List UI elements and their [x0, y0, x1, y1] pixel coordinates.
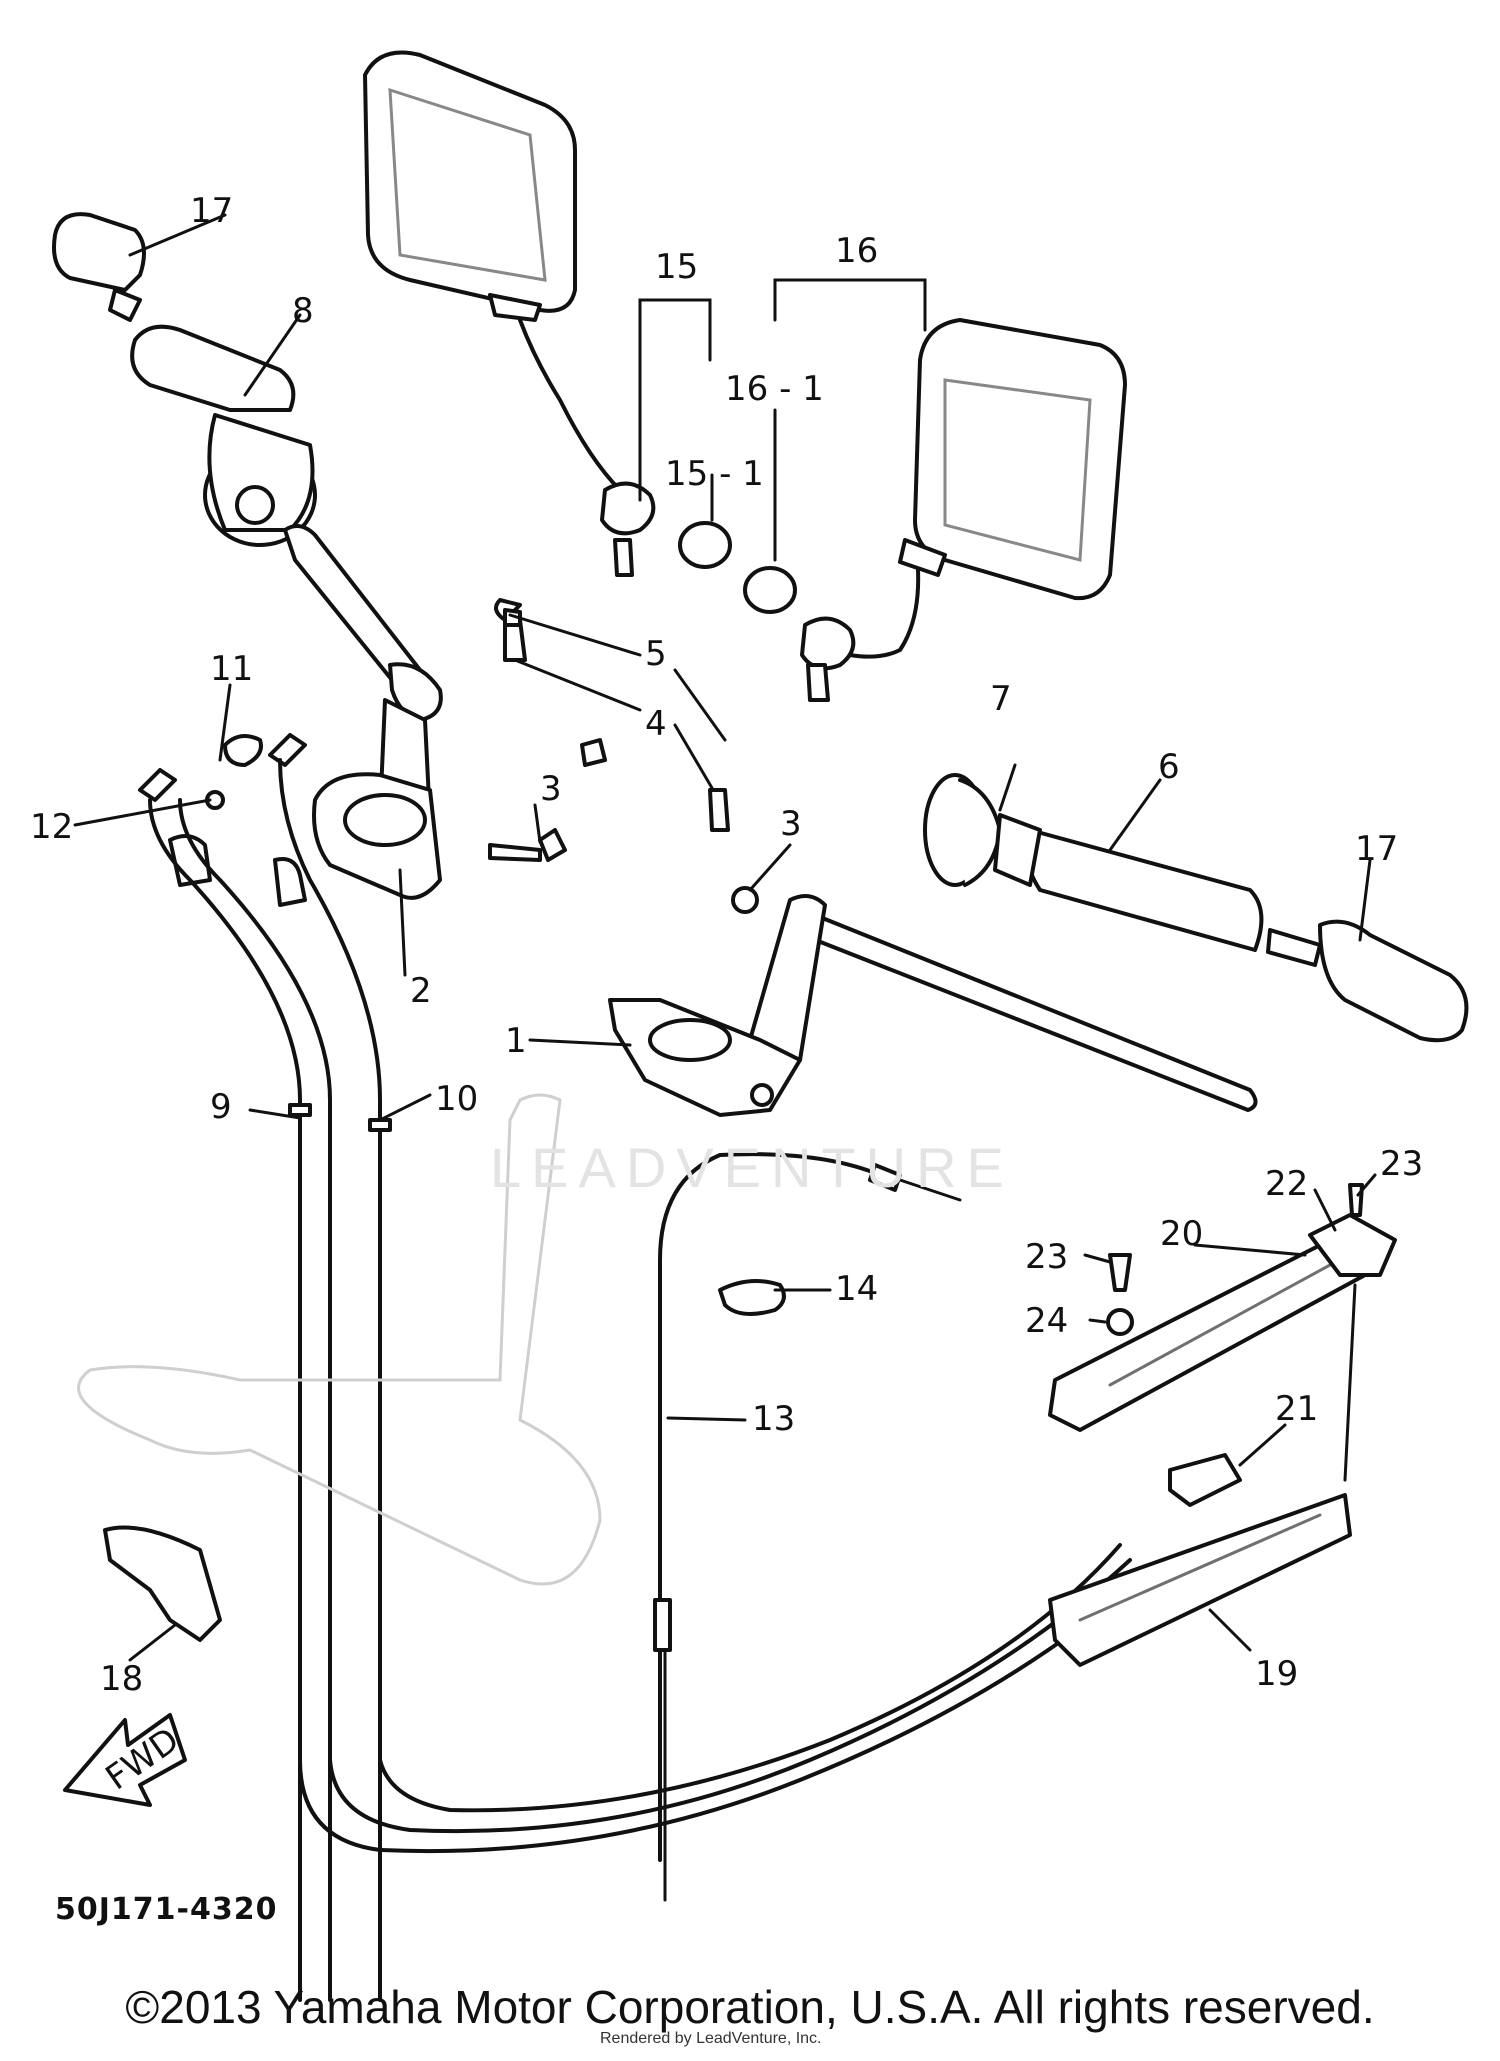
- callout-17a: 17: [190, 191, 233, 231]
- callout-3b: 3: [780, 804, 802, 844]
- callout-2: 2: [410, 971, 432, 1011]
- handlebar-outline: [77, 1093, 602, 1586]
- copyright-notice: ©2013 Yamaha Motor Corporation, U.S.A. A…: [125, 1981, 1375, 2033]
- callout-16-1: 16 - 1: [725, 369, 824, 409]
- cap-15-1: [678, 521, 732, 569]
- callout-18: 18: [100, 1659, 143, 1699]
- mirror-right: [800, 318, 1127, 702]
- bolt-23-right: [1348, 1183, 1364, 1217]
- cover: [1048, 1233, 1372, 1432]
- callout-21: 21: [1275, 1389, 1318, 1429]
- bar-end-right: [1266, 919, 1469, 1043]
- callout-11: 11: [210, 649, 253, 689]
- handlebar-holder-right: [608, 894, 1258, 1117]
- callout-10: 10: [435, 1079, 478, 1119]
- choke-cable: [653, 1152, 962, 1902]
- callout-23a: 23: [1025, 1237, 1068, 1277]
- cable-holder: [1048, 1493, 1352, 1667]
- callout-labels: 1 2 3 3 4 5 6 7 8 9 10 11 12 13 14 15 15…: [30, 191, 1423, 1699]
- callout-17b: 17: [1355, 829, 1398, 869]
- callout-24: 24: [1025, 1301, 1068, 1341]
- callout-15-1: 15 - 1: [665, 454, 764, 494]
- callout-13: 13: [752, 1399, 795, 1439]
- clip: [718, 1279, 786, 1316]
- bracket: [103, 1525, 222, 1642]
- hardware-small: [205, 598, 759, 914]
- callout-16: 16: [835, 231, 878, 271]
- rendered-by-credit: Rendered by LeadVenture, Inc.: [600, 2030, 822, 2047]
- mirror-left: [363, 50, 656, 577]
- callout-22: 22: [1265, 1164, 1308, 1204]
- bolt-23-left: [1108, 1253, 1132, 1292]
- callout-15: 15: [655, 247, 698, 287]
- throttle-cables: [148, 758, 1142, 2002]
- drawing-code: 50J171-4320: [55, 1892, 278, 1927]
- clamps: [1168, 1453, 1242, 1507]
- handlebar-holder-left: [283, 524, 443, 900]
- leader-lines: [73, 213, 1377, 1662]
- watermark: LEADVENTURE: [490, 1136, 1014, 1199]
- callout-4: 4: [645, 704, 667, 744]
- bar-end-left: [52, 212, 146, 322]
- callout-9: 9: [210, 1087, 232, 1127]
- callout-1: 1: [505, 1021, 527, 1061]
- plate: [1308, 1213, 1397, 1277]
- callout-7: 7: [990, 679, 1012, 719]
- callout-12: 12: [30, 807, 73, 847]
- callout-8: 8: [292, 291, 314, 331]
- callout-5: 5: [645, 634, 667, 674]
- callout-23b: 23: [1380, 1144, 1423, 1184]
- cable-ends-left: [138, 733, 307, 907]
- callout-14: 14: [835, 1269, 878, 1309]
- nut: [1106, 1308, 1134, 1336]
- grip-right: [923, 773, 1264, 952]
- callout-19: 19: [1255, 1654, 1298, 1694]
- cap-16-1: [743, 566, 797, 614]
- callout-6: 6: [1158, 747, 1180, 787]
- callout-3a: 3: [540, 769, 562, 809]
- grip-left: [130, 324, 317, 547]
- fwd-arrow-icon: FWD: [63, 1713, 187, 1807]
- callout-20: 20: [1160, 1214, 1203, 1254]
